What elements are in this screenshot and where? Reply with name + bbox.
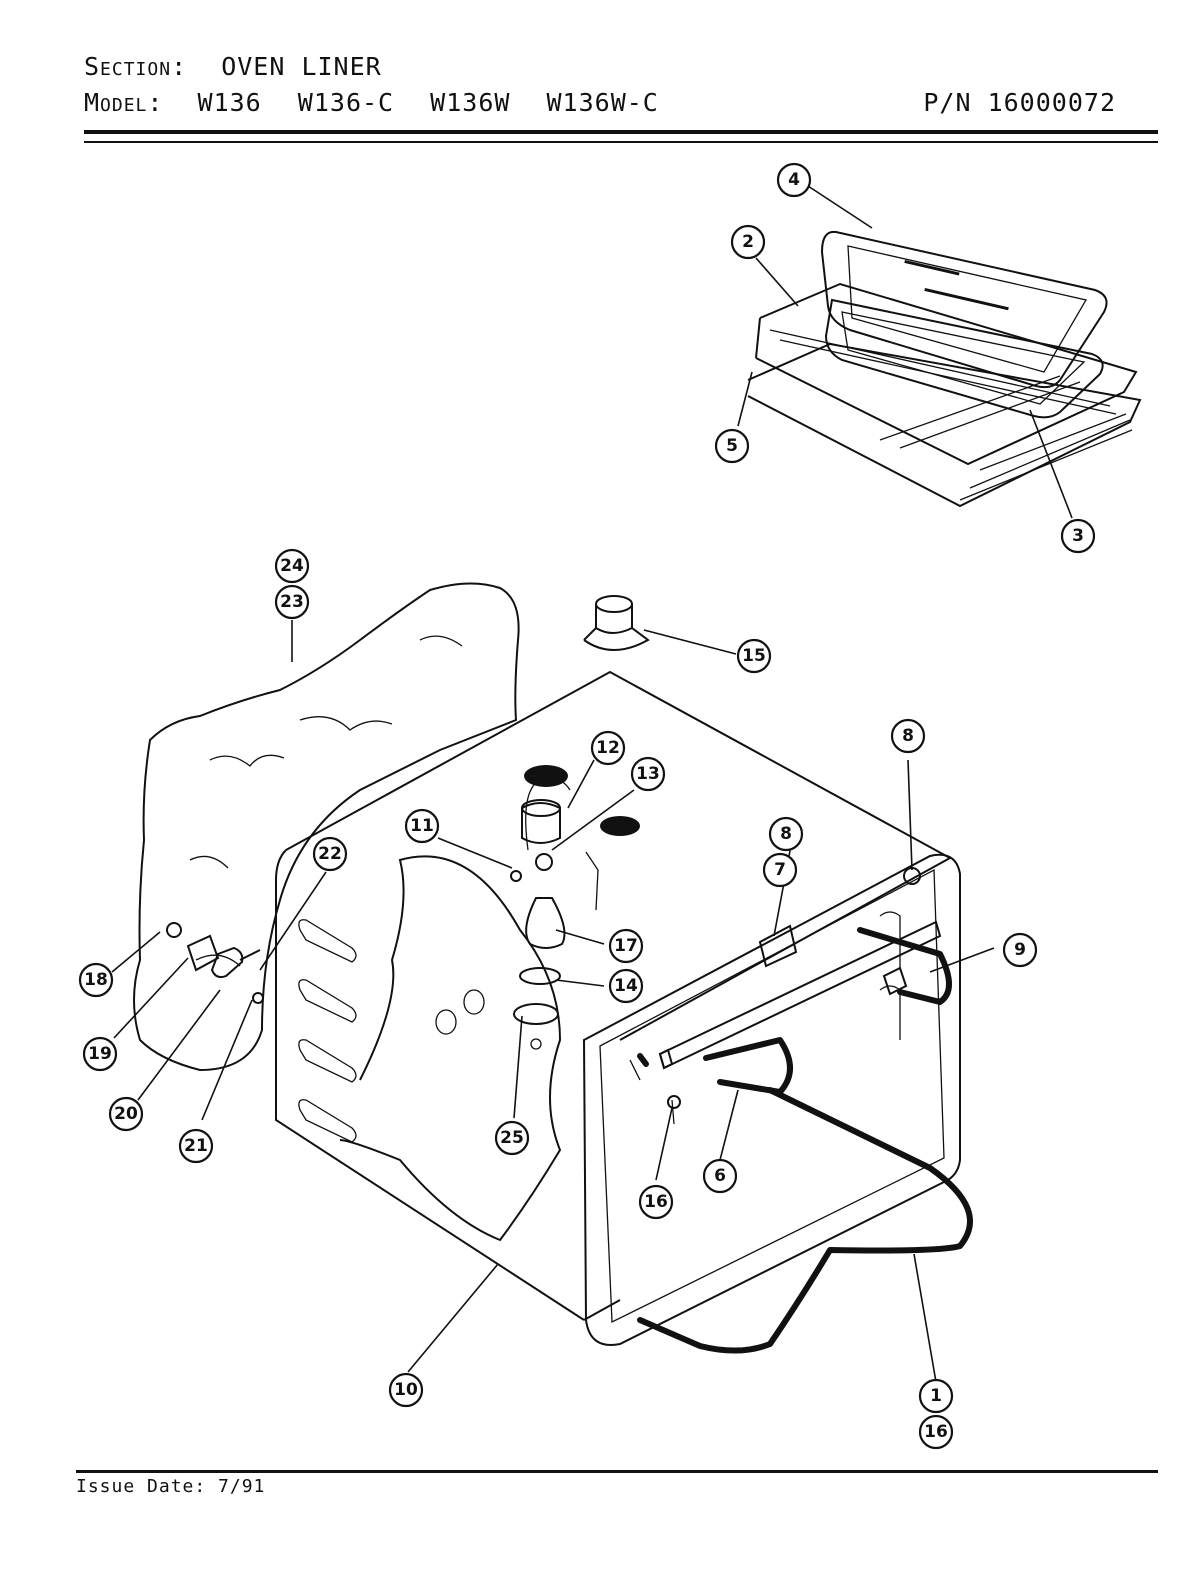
svg-text:16: 16 — [644, 1192, 668, 1212]
callout-16-left: 16 — [638, 1184, 674, 1220]
header-divider-thick — [84, 130, 1158, 134]
svg-text:15: 15 — [742, 646, 766, 666]
callout-21: 21 — [178, 1128, 214, 1164]
callout-13: 13 — [630, 756, 666, 792]
svg-text:13: 13 — [636, 764, 660, 784]
svg-text:25: 25 — [500, 1128, 524, 1148]
svg-text:20: 20 — [114, 1104, 138, 1124]
model-label: Model: — [84, 88, 164, 117]
callout-10: 10 — [388, 1372, 424, 1408]
bake-element — [637, 1053, 973, 1354]
insulation-blanket — [133, 582, 520, 1072]
svg-text:12: 12 — [596, 738, 620, 758]
svg-text:14: 14 — [614, 976, 638, 996]
svg-text:5: 5 — [726, 436, 738, 456]
liner-side-ribs — [298, 919, 357, 1143]
callout-24: 24 — [274, 548, 310, 584]
element-bracket — [658, 1048, 674, 1070]
callout-8-lower: 8 — [768, 816, 804, 852]
callout-23: 23 — [274, 584, 310, 620]
issue-date: Issue Date: 7/91 — [76, 1476, 266, 1497]
svg-text:2: 2 — [742, 232, 754, 252]
svg-text:19: 19 — [88, 1044, 112, 1064]
callout-22: 22 — [312, 836, 348, 872]
broil-element — [658, 920, 952, 1095]
callout-3: 3 — [1060, 518, 1096, 554]
callout-4: 4 — [776, 162, 812, 198]
model-item: W136 — [197, 88, 262, 117]
svg-text:16: 16 — [924, 1422, 948, 1442]
callout-7: 7 — [762, 852, 798, 888]
svg-text:1: 1 — [930, 1386, 942, 1406]
svg-text:21: 21 — [184, 1136, 208, 1156]
svg-text:22: 22 — [318, 844, 342, 864]
rear-bracket-hardware — [166, 922, 264, 1004]
callout-1: 1 — [918, 1378, 954, 1414]
svg-text:8: 8 — [780, 824, 792, 844]
light-assembly — [510, 777, 599, 1050]
section-label: Section: — [84, 52, 188, 81]
callout-6: 6 — [702, 1158, 738, 1194]
header-divider-thin — [84, 141, 1158, 143]
model-heading: Model: W136 W136-C W136W W136W-C — [84, 88, 679, 117]
svg-text:23: 23 — [280, 592, 304, 612]
model-list: W136 W136-C W136W W136W-C — [198, 88, 679, 117]
svg-text:17: 17 — [614, 936, 638, 956]
callout-16-right: 16 — [918, 1414, 954, 1450]
section-value: OVEN LINER — [221, 52, 382, 81]
sensor-bracket — [882, 966, 908, 996]
svg-text:7: 7 — [774, 860, 786, 880]
svg-text:11: 11 — [410, 816, 434, 836]
callout-9: 9 — [1002, 932, 1038, 968]
part-number: P/N 16000072 — [923, 88, 1116, 117]
callout-19: 19 — [82, 1036, 118, 1072]
callout-8-upper: 8 — [890, 718, 926, 754]
callout-2: 2 — [730, 224, 766, 260]
vent-cap — [583, 595, 650, 651]
svg-text:4: 4 — [788, 170, 800, 190]
callout-18: 18 — [78, 962, 114, 998]
svg-text:18: 18 — [84, 970, 108, 990]
callout-5: 5 — [714, 428, 750, 464]
callout-15: 15 — [736, 638, 772, 674]
element-screw — [671, 1099, 675, 1125]
footer-divider — [76, 1470, 1158, 1473]
rack-and-pan-assembly — [747, 230, 1142, 508]
svg-text:10: 10 — [394, 1380, 418, 1400]
model-item: W136W — [430, 88, 511, 117]
oven-liner — [275, 670, 961, 1346]
svg-text:9: 9 — [1014, 940, 1026, 960]
model-item: W136-C — [297, 88, 395, 117]
callout-11: 11 — [404, 808, 440, 844]
svg-text:8: 8 — [902, 726, 914, 746]
element-screw-head — [667, 1095, 681, 1109]
leader-lines — [111, 185, 1073, 1383]
model-item: W136W-C — [546, 88, 659, 117]
section-heading: Section: OVEN LINER — [84, 52, 382, 81]
callout-17: 17 — [608, 928, 644, 964]
callout-25: 25 — [494, 1120, 530, 1156]
broil-pan-slots — [904, 260, 1009, 311]
svg-text:6: 6 — [714, 1166, 726, 1186]
callout-12: 12 — [590, 730, 626, 766]
svg-text:24: 24 — [280, 556, 304, 576]
callout-14: 14 — [608, 968, 644, 1004]
insulation-texture — [189, 635, 463, 967]
svg-text:3: 3 — [1072, 526, 1084, 546]
callout-20: 20 — [108, 1096, 144, 1132]
oven-racks — [747, 282, 1142, 508]
